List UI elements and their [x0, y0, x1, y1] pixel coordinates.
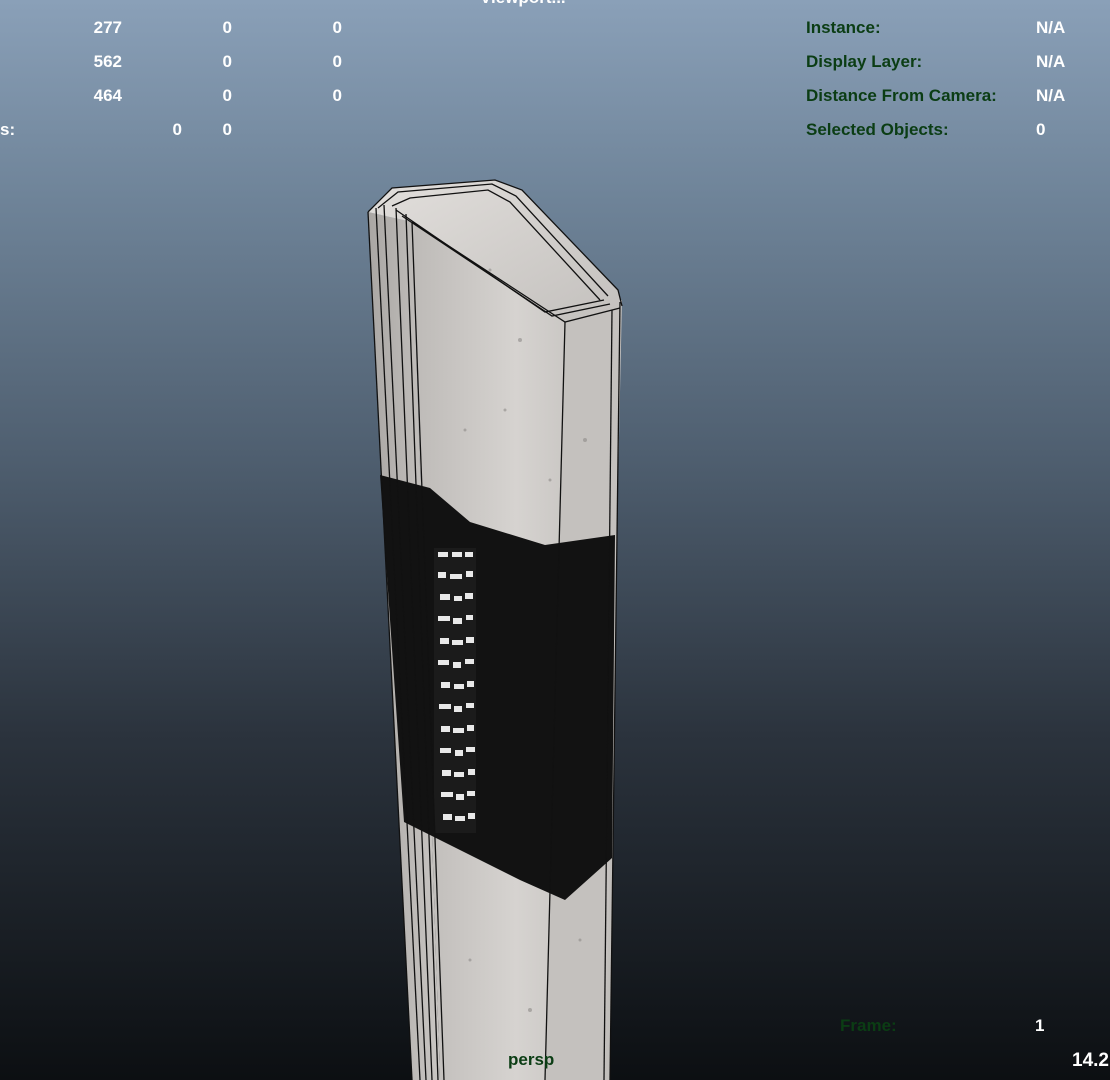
- hud-detail-label: Instance:: [806, 18, 881, 37]
- hud-fps: 14.2: [1072, 1050, 1109, 1071]
- hud-stat-value: 562: [93, 52, 122, 71]
- hud-stat-value: 464: [93, 86, 122, 105]
- wireframe-edges: [367, 179, 623, 1080]
- hud-top-center-text: Viewport...: [480, 0, 566, 8]
- hud-detail-value: 0: [1036, 120, 1046, 139]
- hud-stat-row: 464 0 0: [0, 86, 350, 110]
- hud-detail-row: Selected Objects: 0: [806, 120, 1106, 144]
- hud-detail-value: N/A: [1036, 18, 1066, 37]
- hud-detail-row: Distance From Camera: N/A: [806, 86, 1106, 110]
- hud-detail-label: Selected Objects:: [806, 120, 949, 139]
- post-top-cap: [368, 180, 622, 322]
- hud-stat-value: 0: [222, 120, 232, 139]
- hud-stat-row: 277 0 0: [0, 18, 350, 42]
- hud-stat-value: 0: [332, 18, 342, 37]
- reflective-strip: [434, 548, 476, 833]
- hud-detail-row: Display Layer: N/A: [806, 52, 1106, 76]
- hud-stat-value: 0: [222, 86, 232, 105]
- hud-frame-label: Frame:: [840, 1016, 897, 1035]
- hud-detail-value: N/A: [1036, 86, 1066, 105]
- hud-detail-label: Distance From Camera:: [806, 86, 997, 105]
- hud-stat-row: 562 0 0: [0, 52, 350, 76]
- hud-stat-label: s:: [0, 120, 16, 139]
- hud-stat-value: 0: [222, 52, 232, 71]
- hud-stat-value: 0: [332, 52, 342, 71]
- hud-stat-value: 0: [222, 18, 232, 37]
- hud-frame-value: 1: [1035, 1016, 1045, 1035]
- hud-stat-value: 277: [93, 18, 122, 37]
- hud-detail-value: N/A: [1036, 52, 1066, 71]
- concrete-texture: [463, 268, 587, 1012]
- hud-stat-row: s: 0 0: [0, 120, 350, 144]
- hud-detail-label: Display Layer:: [806, 52, 923, 71]
- hud-detail-row: Instance: N/A: [806, 18, 1106, 42]
- hud-stat-value: 0: [172, 120, 182, 139]
- hud-stat-value: 0: [332, 86, 342, 105]
- camera-name-label: persp: [508, 1050, 555, 1069]
- bollard-post[interactable]: [367, 179, 623, 1080]
